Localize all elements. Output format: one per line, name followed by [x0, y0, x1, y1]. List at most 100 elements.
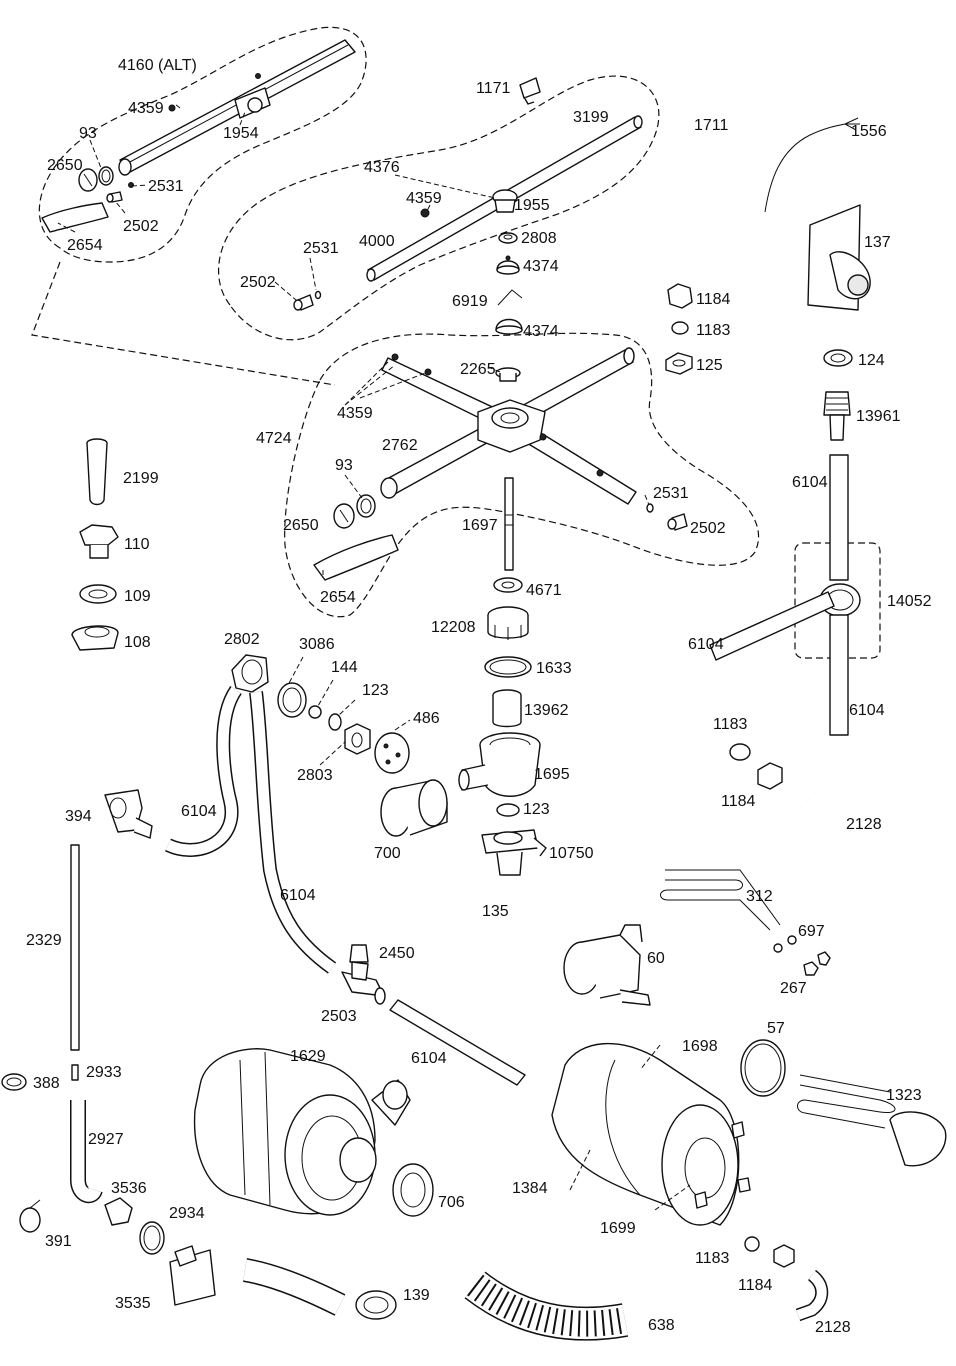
- label-1184b: 1184: [721, 793, 756, 810]
- label-2128a: 2128: [846, 816, 882, 833]
- label-388: 388: [33, 1075, 60, 1092]
- label-13962: 13962: [524, 702, 569, 719]
- label-2654a: 2654: [67, 237, 103, 254]
- label-57: 57: [767, 1020, 785, 1037]
- label-93a: 93: [79, 125, 97, 142]
- label-700: 700: [374, 845, 401, 862]
- nut-1184b: [757, 762, 783, 790]
- screw-4359b: [420, 208, 430, 218]
- label-3086: 3086: [299, 636, 335, 653]
- clamp-388: [1, 1073, 27, 1091]
- nut-1184a: [667, 283, 693, 309]
- label-391: 391: [45, 1233, 72, 1250]
- group-connector-line: [31, 261, 336, 386]
- label-2927: 2927: [88, 1131, 124, 1148]
- label-2502a: 2502: [123, 218, 159, 235]
- washer-1183c: [744, 1236, 760, 1252]
- label-3199: 3199: [573, 109, 609, 126]
- label-706: 706: [438, 1194, 465, 1211]
- label-4671: 4671: [526, 582, 562, 599]
- gasket-2654b: [313, 534, 399, 581]
- label-486: 486: [413, 710, 440, 727]
- nut-2803: [344, 723, 371, 755]
- cap-4374a: [496, 255, 520, 275]
- pump-housing-1695: [458, 732, 541, 797]
- label-2762: 2762: [382, 437, 418, 454]
- elbow-2128b: [795, 1269, 829, 1322]
- label-123a: 123: [362, 682, 389, 699]
- label-1171: 1171: [476, 80, 511, 97]
- label-697: 697: [798, 923, 825, 940]
- sleeve-13962: [492, 689, 522, 728]
- nut-125: [665, 352, 693, 375]
- seal-4671: [493, 577, 523, 593]
- label-1323: 1323: [886, 1087, 922, 1104]
- label-394: 394: [65, 808, 92, 825]
- pipe-6104-diagonal: [709, 591, 835, 661]
- heater-1323: [797, 1074, 947, 1167]
- pump-motor-1629: [193, 1048, 411, 1216]
- wire-1556: [764, 117, 860, 213]
- clip-6919: [497, 289, 523, 306]
- label-2802: 2802: [224, 631, 260, 648]
- label-125: 125: [696, 357, 723, 374]
- label-144: 144: [331, 659, 358, 676]
- label-1633: 1633: [536, 660, 572, 677]
- label-1184a: 1184: [696, 291, 731, 308]
- valve-394: [104, 789, 153, 839]
- valve-10750: [481, 829, 547, 876]
- ring-2531b: [314, 290, 322, 300]
- label-1183a: 1183: [696, 322, 731, 339]
- tube-2199: [86, 438, 108, 506]
- label-2502c: 2502: [690, 520, 726, 537]
- washer-1183b: [729, 743, 751, 761]
- label-2803: 2803: [297, 767, 333, 784]
- label-124: 124: [858, 352, 885, 369]
- label-2531b: 2531: [303, 240, 339, 257]
- label-2329: 2329: [26, 932, 62, 949]
- label-4374b: 4374: [523, 323, 559, 340]
- spray-arm-4160: [118, 39, 356, 176]
- group-outline-4724: [284, 332, 760, 618]
- fitting-13961: [823, 391, 851, 441]
- label-2531c: 2531: [653, 485, 689, 502]
- label-137: 137: [864, 234, 891, 251]
- pipe-2329: [70, 844, 80, 1051]
- label-6104b: 6104: [688, 636, 724, 653]
- cap-2265: [495, 367, 521, 382]
- ring-57: [740, 1039, 786, 1097]
- seal-706: [392, 1163, 434, 1217]
- label-6104e: 6104: [280, 887, 316, 904]
- hose-6104-long: [249, 691, 337, 974]
- gasket-2654a: [41, 202, 109, 233]
- label-93b: 93: [335, 457, 353, 474]
- nut-93b: [356, 494, 376, 518]
- o-ring-1633: [484, 656, 532, 678]
- clamp-391: [19, 1199, 41, 1233]
- cap-2650b: [333, 503, 355, 529]
- elbow-2927: [70, 1100, 103, 1204]
- tube-1711: [528, 8, 695, 272]
- label-2503: 2503: [321, 1008, 357, 1025]
- nozzle-2502c: [667, 513, 688, 531]
- heater-312: [660, 869, 781, 931]
- cap-4374b: [495, 318, 523, 335]
- label-1629: 1629: [290, 1048, 326, 1065]
- label-6104f: 6104: [411, 1050, 447, 1067]
- label-1955: 1955: [514, 197, 550, 214]
- tank-1384: [551, 1042, 751, 1226]
- tube-6104-diag: [389, 999, 526, 1086]
- label-108: 108: [124, 634, 151, 651]
- sensor-137: [807, 204, 871, 311]
- label-2934: 2934: [169, 1205, 205, 1222]
- label-2650a: 2650: [47, 157, 83, 174]
- label-6104a: 6104: [792, 474, 828, 491]
- label-2808: 2808: [521, 230, 557, 247]
- part-labels: 4160 (ALT) 4359 1954 93 2650 2531 2502 2…: [26, 57, 932, 1336]
- washer-123a: [328, 713, 342, 731]
- label-4376: 4376: [364, 159, 400, 176]
- label-4359b: 4359: [406, 190, 442, 207]
- cylinder-700: [380, 779, 448, 837]
- nozzle-2502b: [293, 294, 314, 311]
- hose-6104-left: [165, 685, 243, 857]
